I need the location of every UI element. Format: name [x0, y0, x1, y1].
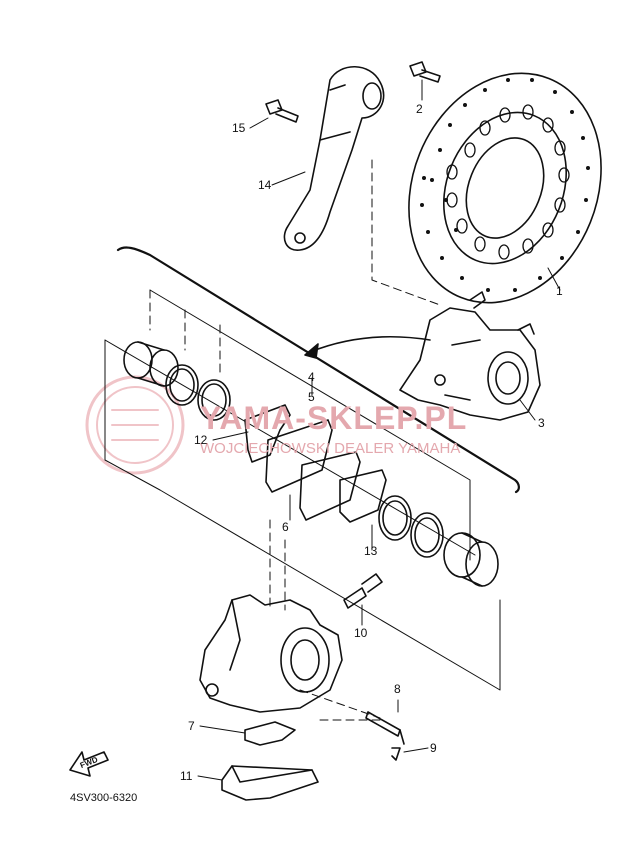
seal-right-1 [378, 495, 412, 541]
pad-shim-right [339, 469, 387, 523]
caliper-body [199, 594, 343, 713]
callout-9: 9 [430, 741, 437, 755]
callout-5: 5 [308, 390, 315, 404]
callout-2: 2 [416, 102, 423, 116]
part-code: 4SV300-6320 [70, 792, 138, 804]
piston-left [123, 341, 179, 387]
seal-left-1 [165, 364, 199, 406]
disc-inner-holes [446, 104, 570, 260]
bleed-screw [343, 573, 383, 609]
pad-shim-left [244, 404, 291, 463]
group-frame [104, 289, 501, 691]
watermark-subtitle: WOJCIECHOWSKI DEALER YAMAHA [200, 440, 461, 457]
callout-13: 13 [364, 544, 378, 558]
caliper-cover [221, 765, 319, 801]
callout-8: 8 [394, 682, 401, 696]
pad-pin [365, 711, 405, 745]
section-arc [116, 246, 520, 494]
brake-disc [408, 72, 602, 304]
callout-leaders [197, 79, 561, 781]
fwd-arrow-icon [69, 751, 109, 777]
torque-rod-bolt [265, 99, 299, 123]
pad-spring [244, 721, 296, 746]
fwd-arrow-line [309, 336, 431, 353]
torque-rod [283, 66, 385, 251]
watermark-logo [85, 375, 185, 475]
callout-12: 12 [194, 433, 208, 447]
callout-1: 1 [556, 284, 563, 298]
pin-clip [391, 747, 401, 761]
brake-pads [265, 419, 361, 521]
callout-3: 3 [538, 416, 545, 430]
caliper-assembled [399, 291, 541, 421]
disc-holes [420, 78, 590, 292]
seal-right-2 [410, 512, 444, 558]
seal-left-2 [197, 379, 231, 421]
callout-4: 4 [308, 370, 315, 384]
callout-15: 15 [232, 121, 246, 135]
arrow-head [304, 343, 319, 359]
piston-right [443, 532, 499, 587]
callout-11: 11 [180, 769, 193, 783]
watermark-title: YAMA-SKLEP.PL [200, 400, 468, 436]
disc-bolt [409, 61, 441, 83]
callout-10: 10 [354, 626, 368, 640]
assembly-leaders [149, 159, 441, 721]
callout-7: 7 [188, 719, 195, 733]
callout-14: 14 [258, 178, 272, 192]
callout-6: 6 [282, 520, 289, 534]
